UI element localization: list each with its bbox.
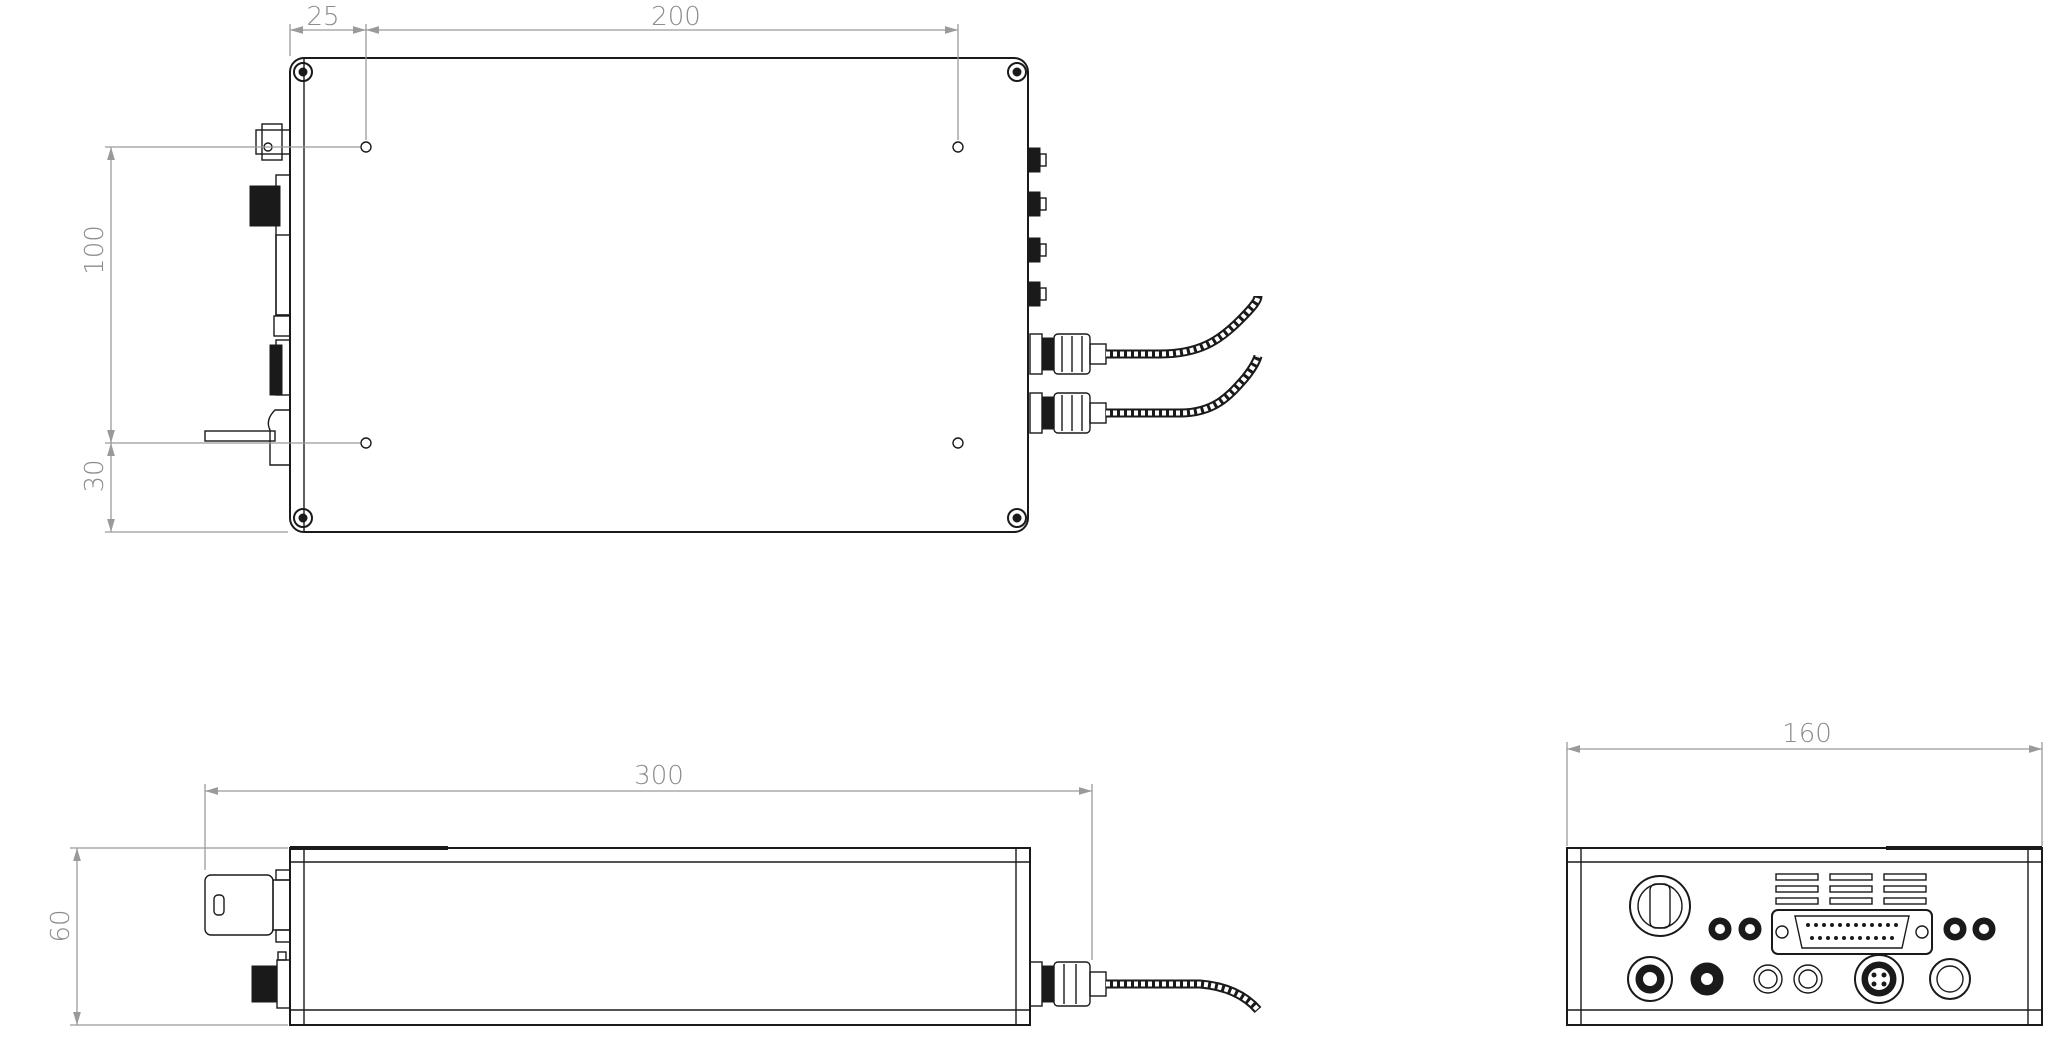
- mounting-hole-icon: [360, 141, 372, 153]
- dim-label-160: 160: [1782, 719, 1832, 749]
- port-icon: [1943, 917, 1967, 941]
- cable-gland-icon: [1929, 958, 1971, 1000]
- mounting-hole-icon: [360, 437, 372, 449]
- right-connectors: [1027, 147, 1107, 434]
- round-connector-icon: [251, 951, 291, 1009]
- dim-label-300: 300: [634, 761, 684, 791]
- dim-label-100: 100: [80, 225, 110, 275]
- corner-screw-icon: [1007, 62, 1027, 82]
- corner-screw-icon: [293, 62, 313, 82]
- corner-screw-icon: [1007, 508, 1027, 528]
- top-view: 25 200 100 30: [80, 2, 1263, 533]
- top-view-plate: [289, 57, 1029, 533]
- dimension-lines: [1566, 742, 2043, 846]
- bnc-connector-icon: [1627, 956, 1673, 1002]
- port-icon: [1738, 917, 1762, 941]
- dim-label-30: 30: [80, 459, 110, 492]
- dim-label-60: 60: [46, 909, 76, 942]
- mounting-hole-icon: [952, 437, 964, 449]
- key-lock-icon: [1629, 875, 1691, 937]
- corner-screw-icon: [293, 508, 313, 528]
- led-indicator-icon: [1793, 964, 1823, 994]
- key-switch-icon: [204, 869, 291, 943]
- label-slots: [1775, 873, 1927, 905]
- led-indicator-icon: [1753, 964, 1783, 994]
- front-view-panel: [1566, 847, 2043, 1026]
- left-connectors: [204, 123, 291, 466]
- mounting-hole-icon: [952, 141, 964, 153]
- port-icon: [1708, 917, 1732, 941]
- dimension-lines: [70, 784, 1093, 1026]
- front-view: 160: [1566, 719, 2043, 1026]
- dimension-lines: [105, 24, 959, 533]
- cable-gland-icon: [1029, 961, 1107, 1007]
- side-view-body: [289, 847, 1031, 1026]
- fiber-cable: [1106, 295, 1263, 359]
- dim-label-25: 25: [306, 2, 339, 32]
- power-jack-icon: [1690, 962, 1724, 996]
- circular-connector-icon: [1854, 954, 1904, 1004]
- dim-label-200: 200: [651, 2, 701, 32]
- dsub-connector-icon: [1771, 909, 1933, 955]
- side-view: 300 60: [46, 761, 1262, 1026]
- port-icon: [1972, 917, 1996, 941]
- fiber-cable: [1106, 979, 1262, 1014]
- fiber-cable: [1106, 354, 1263, 418]
